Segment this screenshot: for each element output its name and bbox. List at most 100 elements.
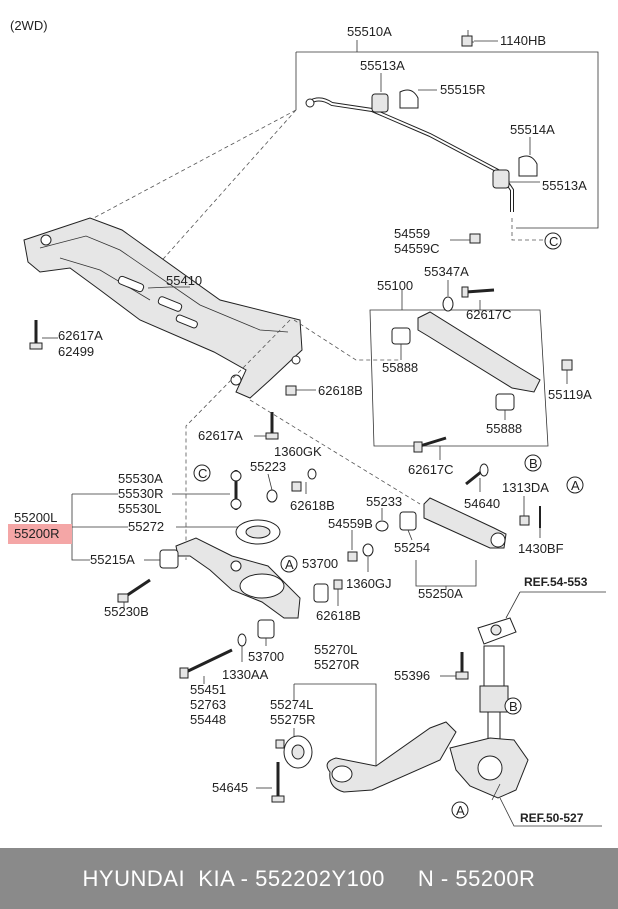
- highlight-55200R: [8, 524, 72, 544]
- washer-1330AA: [237, 633, 247, 647]
- nut-55119A: [561, 359, 573, 371]
- marker-a-bottom: [451, 801, 469, 819]
- marker-c-top-text: C: [549, 234, 558, 249]
- crossmember-55410: [23, 217, 303, 399]
- label-52763: 52763: [190, 697, 226, 712]
- washer-55347A: [442, 296, 454, 312]
- label-62617A-mid: 62617A: [198, 428, 243, 443]
- stabilizer-box-frame: [296, 51, 599, 229]
- label-1313DA: 1313DA: [502, 480, 549, 495]
- bracket-right: [518, 155, 538, 177]
- label-55514A: 55514A: [510, 122, 555, 137]
- label-62618B-top: 62618B: [318, 383, 363, 398]
- marker-b-bottom: [504, 697, 522, 715]
- label-55272: 55272: [128, 519, 164, 534]
- label-62618B-low: 62618B: [316, 608, 361, 623]
- nut-54559B: [347, 551, 358, 562]
- label-55254: 55254: [394, 540, 430, 555]
- marker-c-left: [193, 464, 211, 482]
- marker-c-top: [544, 232, 562, 250]
- bushing-53700-a: [313, 583, 329, 603]
- label-55100: 55100: [377, 278, 413, 293]
- label-55515R: 55515R: [440, 82, 486, 97]
- nut-62618B-low: [333, 579, 343, 590]
- label-55396: 55396: [394, 668, 430, 683]
- label-55448: 55448: [190, 712, 226, 727]
- bushing-55215A: [159, 549, 179, 569]
- label-62617C-b: 62617C: [408, 462, 454, 477]
- label-54559B: 54559B: [328, 516, 373, 531]
- label-55410: 55410: [166, 273, 202, 288]
- bolt-62617C: [465, 288, 495, 294]
- parts-diagram: (2WD) 55510A 1140HB 55513A 55515R 55514A…: [8, 18, 606, 827]
- label-55230B: 55230B: [104, 604, 149, 619]
- label-1140HB: 1140HB: [500, 33, 546, 48]
- label-55200L: 55200L: [14, 510, 57, 525]
- bushing-53700-b: [257, 619, 275, 639]
- label-62617A-left: 62617A: [58, 328, 103, 343]
- label-1330AA: 1330AA: [222, 667, 269, 682]
- marker-a-right: [566, 476, 584, 494]
- lower-arm-55200: [175, 537, 301, 619]
- trailing-arm-55270: [326, 721, 457, 793]
- marker-a-mid: [280, 555, 298, 573]
- marker-b-right-text: B: [529, 456, 538, 471]
- label-55275R: 55275R: [270, 712, 316, 727]
- label-55513A-mid: 55513A: [542, 178, 587, 193]
- label-55888-a: 55888: [382, 360, 418, 375]
- washer-55233: [375, 520, 389, 532]
- footer-text: HYUNDAI KIA - 552202Y100 N - 55200R: [82, 865, 536, 891]
- drive-tag: (2WD): [10, 18, 48, 33]
- stabilizer-bushing-top: [371, 93, 389, 113]
- bolt-62617C-b: [419, 436, 447, 448]
- label-ref-50-527: REF.50-527: [520, 811, 584, 825]
- upper-arm-55100: [417, 311, 541, 393]
- stabilizer-bar: [308, 97, 514, 212]
- label-55530L: 55530L: [118, 501, 161, 516]
- label-53700-a: 53700: [302, 556, 338, 571]
- bushing-55888-a: [391, 327, 411, 345]
- label-62617C: 62617C: [466, 307, 512, 322]
- label-54559: 54559: [394, 226, 430, 241]
- label-55888-b: 55888: [486, 421, 522, 436]
- label-55250A: 55250A: [418, 586, 463, 601]
- label-1430BF: 1430BF: [518, 541, 564, 556]
- label-54640: 54640: [464, 496, 500, 511]
- bushing-55254: [399, 511, 417, 531]
- nut-1313DA: [519, 515, 530, 526]
- label-62618B-mid: 62618B: [290, 498, 335, 513]
- marker-c-left-text: C: [198, 466, 207, 481]
- label-1360GJ: 1360GJ: [346, 576, 392, 591]
- nut-54559: [469, 233, 481, 244]
- label-55530R: 55530R: [118, 486, 164, 501]
- label-ref-54-553: REF.54-553: [524, 575, 588, 589]
- label-55274L: 55274L: [270, 697, 313, 712]
- marker-b-right: [524, 454, 542, 472]
- nut-62618B-top: [285, 385, 297, 396]
- label-55119A: 55119A: [548, 387, 592, 402]
- label-62499: 62499: [58, 344, 94, 359]
- shock-absorber: [483, 645, 505, 687]
- bracket-top: [399, 89, 419, 109]
- bolt-55451: [185, 648, 233, 674]
- label-55270L: 55270L: [314, 642, 357, 657]
- label-55200R: 55200R: [14, 526, 60, 541]
- washer-55223: [266, 489, 278, 503]
- marker-a-mid-text: A: [285, 557, 294, 572]
- marker-a-bottom-text: A: [456, 803, 465, 818]
- bushing-55888-b: [495, 393, 515, 411]
- nut-1360GK: [291, 481, 302, 492]
- washer-1360GJ: [362, 543, 374, 557]
- bolt-55230B: [125, 578, 151, 598]
- label-55215A: 55215A: [90, 552, 135, 567]
- label-55270R: 55270R: [314, 657, 360, 672]
- label-53700-b: 53700: [248, 649, 284, 664]
- footer-bar: HYUNDAI KIA - 552202Y100 N - 55200R: [0, 848, 618, 909]
- label-55223: 55223: [250, 459, 286, 474]
- stabilizer-bushing-right: [492, 169, 510, 189]
- label-54559C: 54559C: [394, 241, 440, 256]
- label-55530A: 55530A: [118, 471, 163, 486]
- label-55510A: 55510A: [347, 24, 392, 39]
- marker-a-right-text: A: [571, 478, 580, 493]
- label-55451: 55451: [190, 682, 226, 697]
